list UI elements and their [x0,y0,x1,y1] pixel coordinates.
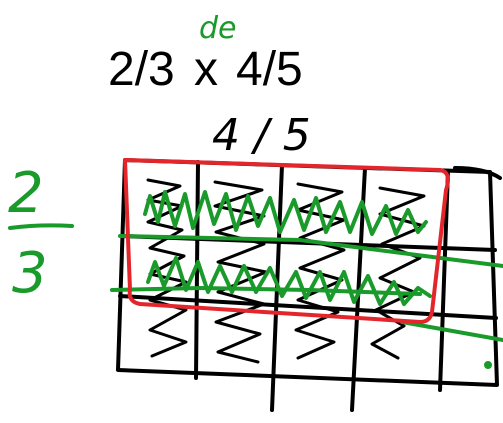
green-dot [484,361,492,369]
column-shading-zigzag [146,178,188,358]
row-shading [110,190,503,369]
grid-column-line [438,169,450,392]
expression-left-fraction: 2/3 [108,43,175,96]
column-shading-zigzag [370,186,426,360]
row-guide-line [118,234,503,268]
expression-right-fraction: 4/5 [236,43,303,96]
grid-column-line [194,160,200,380]
row-fraction-bar [8,223,74,230]
operator-note: de [199,11,237,46]
row-guide-line [110,286,422,296]
column-fraction-label: 4 / 5 [212,110,311,161]
grid-edge-stroke [453,166,502,180]
multiply-operator: x [194,43,218,96]
row-fraction-numerator: 2 [8,161,44,226]
row-fraction: 2 3 [8,161,74,306]
overlap-highlight [123,158,450,324]
row-fraction-denominator: 3 [12,241,48,306]
grid [116,158,502,412]
row-shading-wave [143,190,428,236]
row-guide-line [400,320,503,342]
